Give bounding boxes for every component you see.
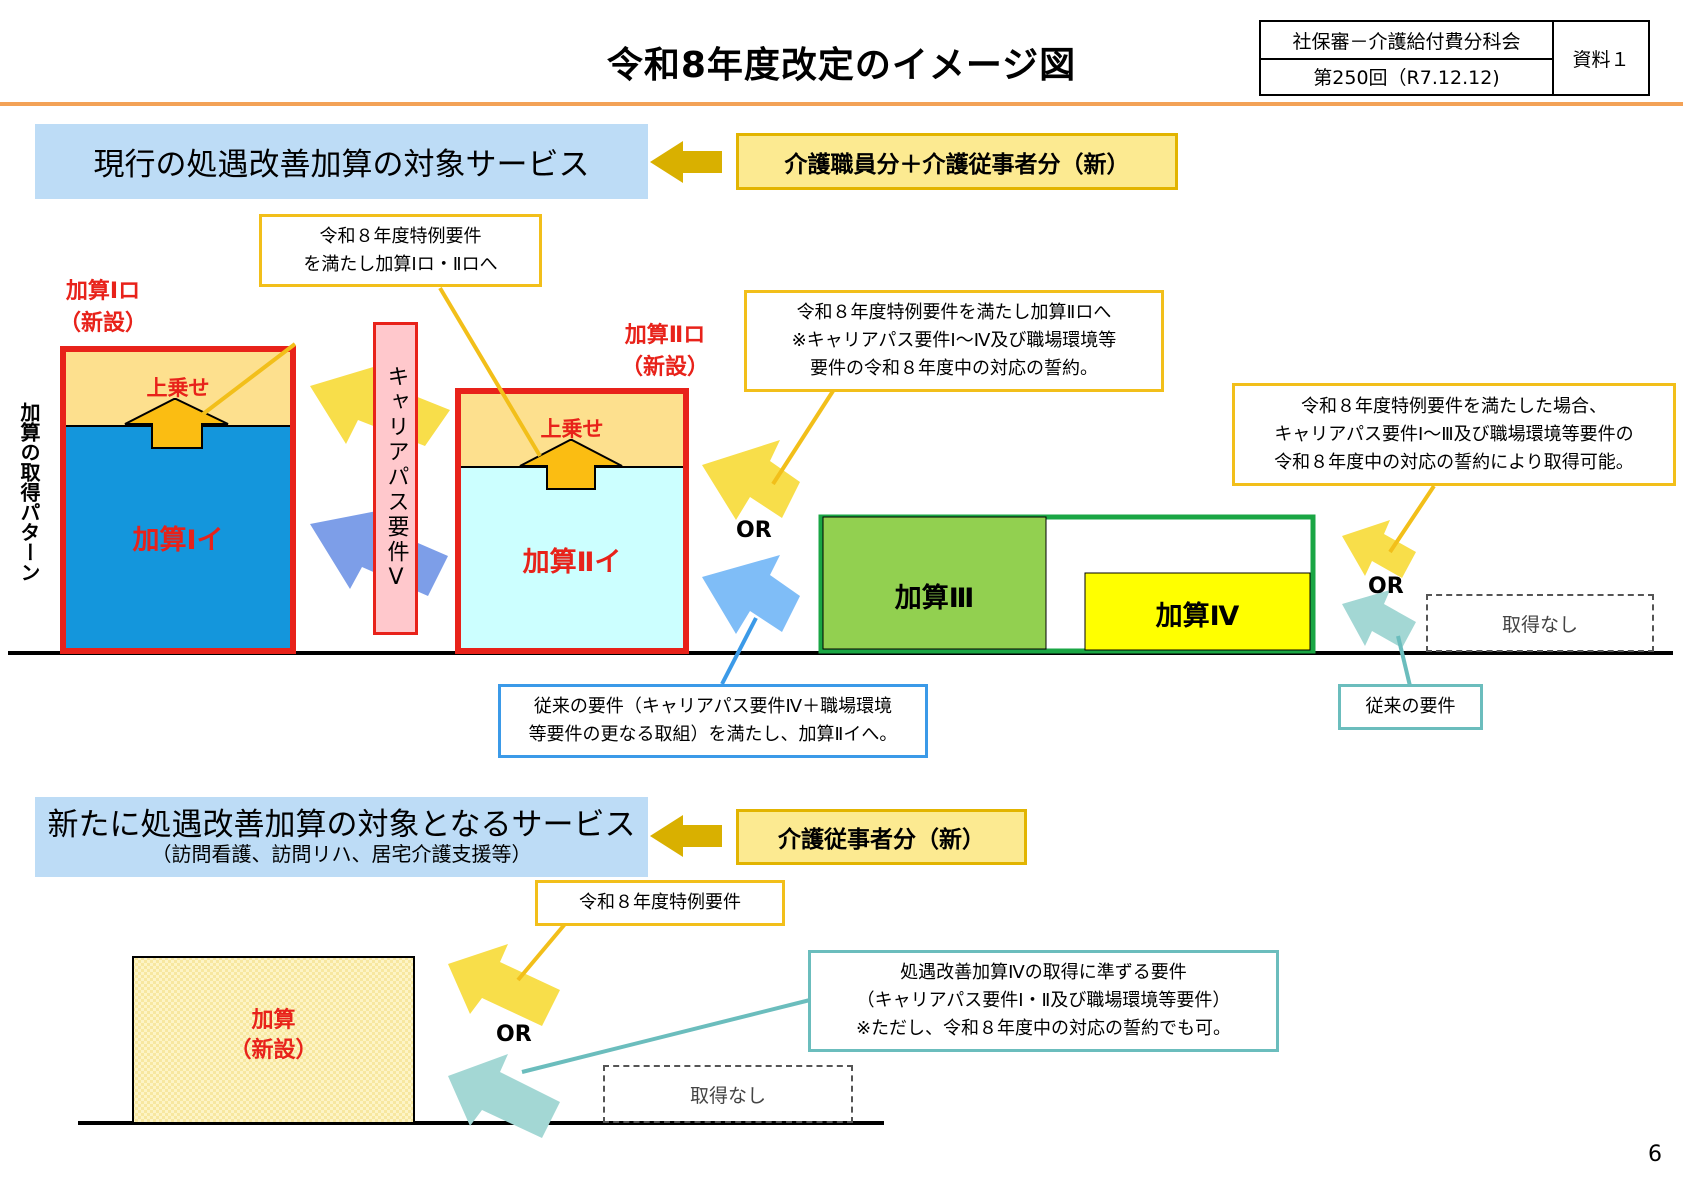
- page-number: 6: [1648, 1142, 1662, 1167]
- connector-right: [1388, 484, 1436, 554]
- callout-s2-teal-line-2: （キャリアパス要件Ⅰ・Ⅱ及び職場環境等要件）: [856, 990, 1231, 1011]
- no-acquisition-box-1: 取得なし: [1426, 594, 1654, 652]
- yellow-arrow-up-left-3: [1342, 520, 1416, 578]
- connector-s2-yellow: [516, 922, 567, 982]
- callout-right-line-2: キャリアパス要件Ⅰ～Ⅲ及び職場環境等要件の: [1274, 423, 1634, 445]
- career-path-v-box: キャリアパス要件Ⅴ: [373, 322, 418, 635]
- callout-mid-line-2: ※キャリアパス要件Ⅰ～Ⅳ及び職場環境等: [791, 330, 1117, 351]
- material-cell: 資料１: [1572, 48, 1630, 71]
- section2-heading-sub: （訪問看護、訪問リハ、居宅介護支援等）: [151, 842, 532, 866]
- document-info-table: 社保審－介護給付費分科会 第250回（R7.12.12) 資料１: [1259, 20, 1650, 96]
- or-label-2: OR: [1368, 574, 1404, 599]
- callout-s2-kasan4-equiv: 処遇改善加算Ⅳの取得に準ずる要件 （キャリアパス要件Ⅰ・Ⅱ及び職場環境等要件） …: [808, 950, 1279, 1052]
- gold-arrow-1: [650, 141, 722, 183]
- kasan-1ro-name: 加算Ⅰロ: [65, 279, 141, 304]
- callout-s2-special: 令和８年度特例要件: [535, 880, 785, 926]
- or-label-1: OR: [736, 518, 772, 543]
- callout-mid-line-1: 令和８年度特例要件を満たし加算Ⅱロへ: [796, 302, 1112, 323]
- kasan-2i-label: 加算Ⅱイ: [522, 547, 622, 578]
- section1-tag: 介護職員分＋介護従事者分（新）: [736, 133, 1178, 190]
- connector-s2-teal: [521, 998, 811, 1074]
- callout-special-2ro: 令和８年度特例要件を満たし加算Ⅱロへ ※キャリアパス要件Ⅰ～Ⅳ及び職場環境等 要…: [744, 290, 1164, 392]
- no-acquisition-box-2: 取得なし: [603, 1065, 853, 1123]
- kasan-new-label: 加算 （新設）: [133, 1006, 414, 1066]
- connector-mid: [771, 389, 835, 486]
- kasan-1i-label: 加算Ⅰイ: [132, 525, 224, 556]
- kasan-1ro-label: 加算Ⅰロ （新設）: [38, 276, 168, 340]
- section2-tag: 介護従事者分（新）: [736, 809, 1027, 865]
- uwanose-arrow-1: [124, 398, 229, 449]
- y-axis-label: 加算の取得パターン: [17, 402, 41, 582]
- teal-arrow-up-left-4: [448, 1054, 560, 1138]
- connector-blue: [720, 617, 758, 685]
- blue-arrow-up-left-2: [702, 555, 800, 634]
- callout-right-line-1: 令和８年度特例要件を満たした場合、: [1301, 395, 1607, 417]
- header-divider: [0, 102, 1683, 106]
- kasan-3-label: 加算Ⅲ: [894, 583, 975, 614]
- baseline-1: [8, 651, 1673, 655]
- committee-cell: 社保審－介護給付費分科会: [1261, 22, 1554, 60]
- callout-mid-line-3: 要件の令和８年度中の対応の誓約。: [810, 358, 1098, 379]
- kasan-1ro-new: （新設）: [58, 311, 147, 336]
- callout-top-line-1: 令和８年度特例要件: [319, 225, 482, 247]
- uwanose-label-1: 上乗せ: [146, 376, 210, 400]
- kasan-2ro-label: 加算Ⅱロ （新設）: [600, 320, 730, 384]
- callout-special-1ro-2ro: 令和８年度特例要件 を満たし加算Ⅰロ・Ⅱロへ: [259, 214, 542, 287]
- section1-heading: 現行の処遇改善加算の対象サービス: [35, 124, 648, 199]
- callout-conventional-req: 従来の要件: [1338, 684, 1483, 730]
- gold-arrow-2: [650, 815, 722, 857]
- callout-special-3: 令和８年度特例要件を満たした場合、 キャリアパス要件Ⅰ～Ⅲ及び職場環境等要件の …: [1232, 383, 1676, 486]
- section2-heading: 新たに処遇改善加算の対象となるサービス （訪問看護、訪問リハ、居宅介護支援等）: [35, 797, 648, 877]
- connector-teal: [1396, 635, 1412, 687]
- kasan-new-name: 加算: [251, 1008, 296, 1033]
- yellow-arrow-up-left-2: [702, 440, 800, 520]
- callout-top-line-2: を満たし加算Ⅰロ・Ⅱロへ: [303, 253, 498, 275]
- kasan-2ro-name: 加算Ⅱロ: [624, 323, 706, 348]
- callout-s2-teal-line-3: ※ただし、令和８年度中の対応の誓約でも可。: [855, 1018, 1232, 1039]
- section2-heading-main: 新たに処遇改善加算の対象となるサービス: [47, 807, 636, 843]
- yellow-arrow-up-left-4: [448, 944, 560, 1026]
- kasan-4-label: 加算Ⅳ: [1155, 601, 1240, 632]
- callout-blue-line-1: 従来の要件（キャリアパス要件Ⅳ＋職場環境: [533, 696, 893, 717]
- page-title: 令和8年度改定のイメージ図: [606, 45, 1077, 86]
- callout-conventional-2i: 従来の要件（キャリアパス要件Ⅳ＋職場環境 等要件の更なる取組）を満たし、加算Ⅱイ…: [498, 684, 928, 758]
- or-label-s2: OR: [496, 1022, 532, 1047]
- kasan-new-new: （新設）: [229, 1038, 318, 1063]
- uwanose-label-2: 上乗せ: [540, 417, 604, 441]
- kasan-2ro-new: （新設）: [620, 355, 709, 380]
- callout-s2-teal-line-1: 処遇改善加算Ⅳの取得に準ずる要件: [900, 962, 1187, 983]
- meeting-cell: 第250回（R7.12.12): [1261, 58, 1554, 94]
- callout-right-line-3: 令和８年度中の対応の誓約により取得可能。: [1274, 451, 1634, 473]
- uwanose-arrow-2: [519, 439, 623, 490]
- callout-blue-line-2: 等要件の更なる取組）を満たし、加算Ⅱイへ。: [528, 724, 898, 745]
